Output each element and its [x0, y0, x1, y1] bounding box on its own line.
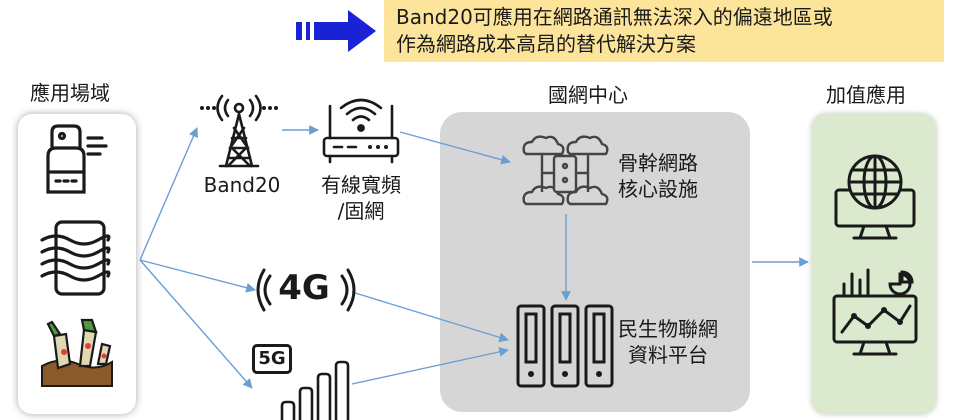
section-title-value-added: 加值應用	[826, 83, 906, 107]
analytics-monitor-icon	[832, 268, 918, 356]
4g-badge-label: 4G	[278, 268, 330, 308]
node-label-band20: Band20	[203, 173, 281, 197]
farmland-icon	[41, 318, 113, 387]
section-title-core-center: 國網中心	[548, 83, 628, 107]
node-label-platform-line-1: 民生物聯網	[618, 317, 718, 341]
connector-5g-to-platform	[351, 347, 509, 385]
smart-meter-icon	[46, 124, 108, 194]
connector-field-to-4g	[139, 259, 256, 293]
connector-field-to-band20	[139, 127, 199, 261]
section-title-application-field: 應用場域	[30, 81, 110, 105]
node-label-iot-platform: 民生物聯網 資料平台	[618, 316, 718, 368]
5g-badge: 5G	[252, 344, 292, 374]
node-label-wired-line-1: 有線寬頻	[321, 173, 401, 197]
globe-monitor-icon	[834, 154, 916, 240]
node-label-backbone-line-2: 核心設施	[618, 177, 698, 201]
4g-signal-icon	[256, 268, 356, 312]
node-label-wired-line-2: /固網	[337, 199, 385, 223]
node-label-platform-line-2: 資料平台	[628, 343, 708, 367]
connector-4g-to-platform	[351, 291, 509, 343]
banner-line-1: Band20可應用在網路通訊無法深入的偏遠地區或	[396, 5, 833, 29]
connector-router-to-backbone	[399, 131, 511, 165]
banner-line-2: 作為網路成本高昂的替代解決方案	[396, 32, 696, 56]
node-label-wired-broadband: 有線寬頻 /固網	[306, 172, 416, 224]
air-filter-icon	[40, 220, 111, 296]
connector-field-to-5g	[139, 259, 253, 389]
node-label-backbone: 骨幹網路 核心設施	[618, 150, 698, 202]
banner-arrow-icon	[296, 10, 376, 52]
5g-badge-label: 5G	[258, 348, 286, 369]
server-rack-icon	[516, 304, 614, 388]
backbone-network-icon	[522, 135, 609, 206]
5g-signal-bars-icon	[280, 360, 350, 420]
cell-tower-icon	[200, 94, 278, 168]
router-icon	[322, 98, 400, 164]
banner-callout: Band20可應用在網路通訊無法深入的偏遠地區或 作為網路成本高昂的替代解決方案	[384, 0, 944, 62]
node-label-backbone-line-1: 骨幹網路	[618, 151, 698, 175]
